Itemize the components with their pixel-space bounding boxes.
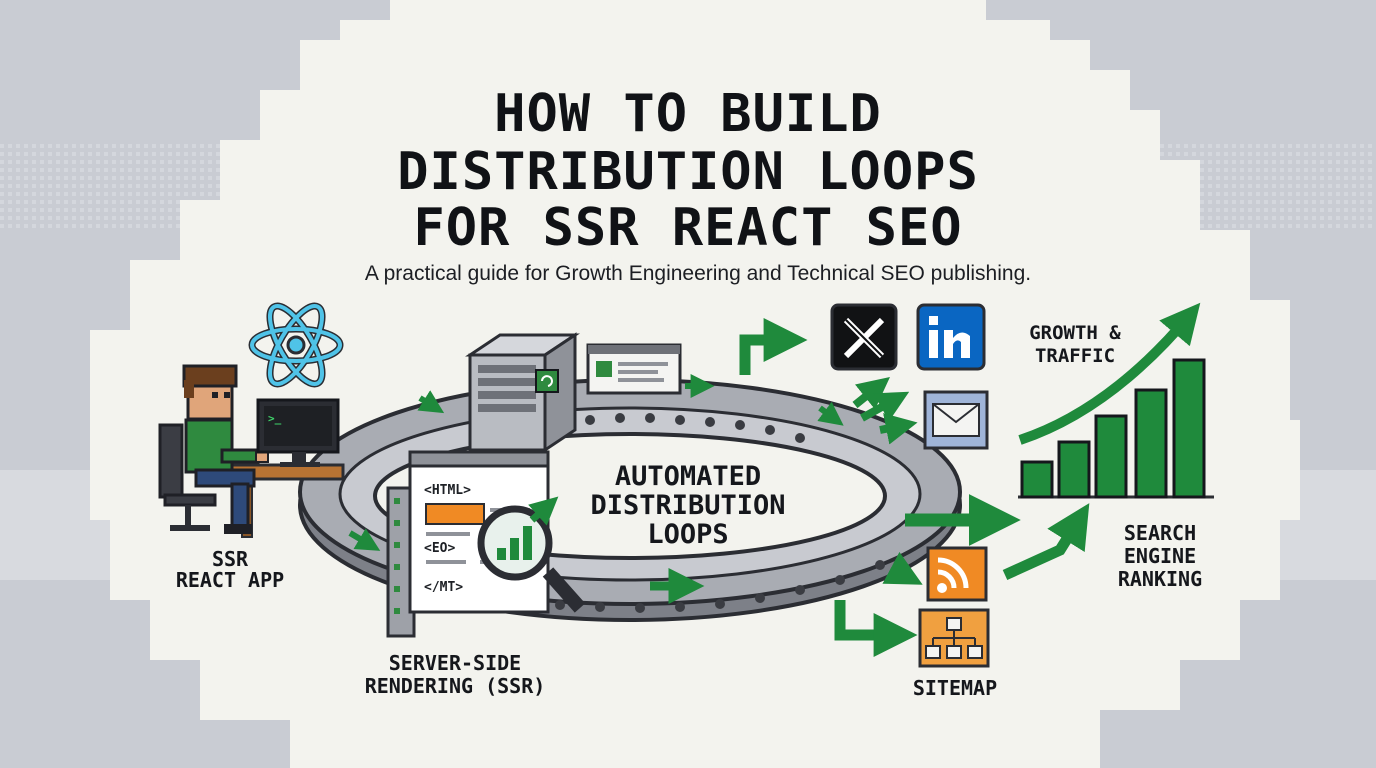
growth-bar-1: [1020, 460, 1054, 499]
label-loop-line-2: DISTRIBUTION: [590, 490, 786, 521]
server-tower-icon: [465, 332, 580, 453]
label-loop-line-1: AUTOMATED: [614, 461, 762, 492]
label-search-line-1: SEARCH: [1123, 521, 1197, 545]
browser-window-icon: [586, 343, 682, 395]
ssr-document: [386, 450, 550, 638]
growth-bar-3: [1094, 414, 1128, 499]
distribution-arrows: [739, 318, 1090, 657]
doc-code-line-2: <EO>: [424, 541, 456, 556]
subtitle: A practical guide for Growth Engineering…: [364, 262, 1032, 285]
growth-bar-2: [1057, 440, 1091, 499]
developer-at-desk: [158, 364, 345, 538]
growth-bar-5: [1172, 358, 1206, 499]
label-ssr-app-line-1: SSR: [211, 547, 249, 571]
magnifier-icon: [477, 496, 586, 613]
doc-code-line-3: </MT>: [424, 580, 464, 595]
label-server-side-line-2: RENDERING (SSR): [364, 674, 546, 698]
label-sitemap: SITEMAP: [912, 676, 998, 700]
label-server-side-line-1: SERVER-SIDE: [388, 651, 522, 675]
label-search-line-2: ENGINE: [1123, 544, 1197, 568]
page-title-line-1: HOW TO BUILD: [494, 84, 882, 144]
sitemap-icon: [918, 608, 990, 668]
label-growth-line-1: GROWTH &: [1029, 322, 1121, 344]
label-loop-line-3: LOOPS: [647, 519, 729, 550]
email-icon: [923, 390, 989, 450]
growth-bar-4: [1134, 388, 1168, 499]
terminal-prompt: >_: [268, 412, 282, 425]
label-search-line-3: RANKING: [1117, 567, 1203, 591]
label-growth-line-2: TRAFFIC: [1034, 345, 1116, 367]
page-title-line-2: DISTRIBUTION LOOPS: [397, 142, 979, 202]
x-logo-icon: [830, 303, 898, 371]
page-title-line-3: FOR SSR REACT SEO: [413, 198, 963, 258]
doc-code-line-1: <HTML>: [424, 483, 471, 498]
label-ssr-app-line-2: REACT APP: [175, 568, 285, 592]
growth-bar-chart: [1018, 302, 1214, 499]
rss-icon: [926, 546, 988, 602]
linkedin-logo-icon: [916, 303, 986, 371]
